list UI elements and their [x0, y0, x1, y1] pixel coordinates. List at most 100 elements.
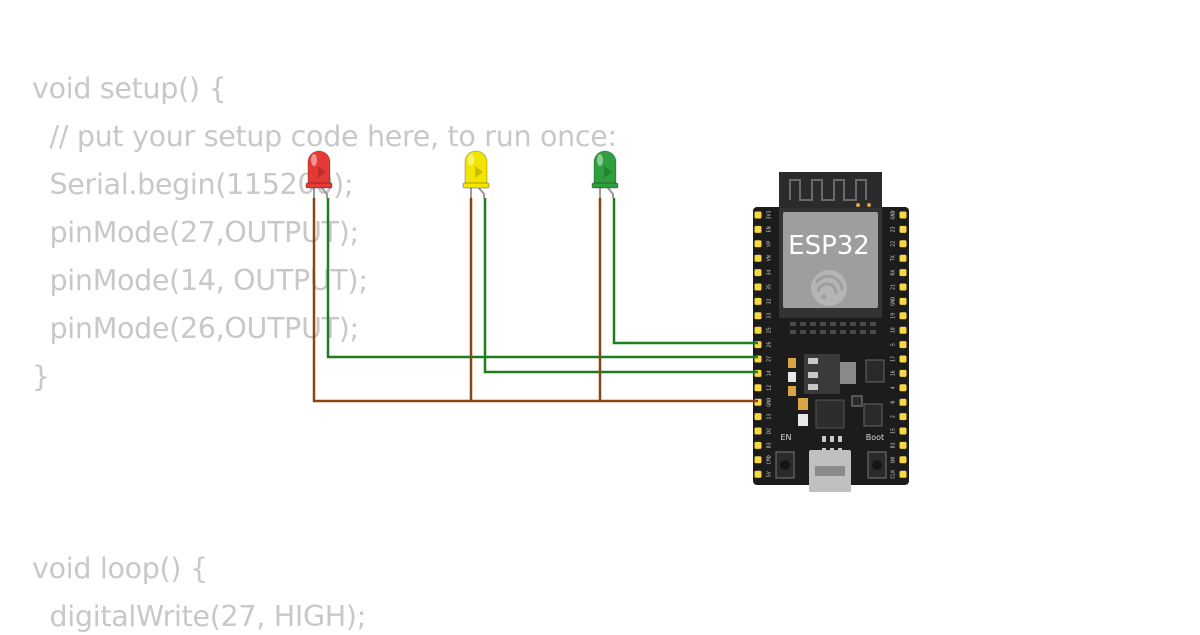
led-highlight: [311, 154, 317, 166]
pin-label: TX: [891, 255, 897, 261]
led-highlight: [468, 154, 474, 166]
led-red[interactable]: [305, 150, 333, 198]
pin-pad[interactable]: [754, 312, 762, 320]
pin-pad[interactable]: [754, 427, 762, 435]
usb-uart-chip: [815, 399, 845, 429]
pin-label: 12: [767, 385, 773, 391]
pin-pad[interactable]: [899, 211, 907, 219]
antenna-trace: [789, 179, 867, 201]
wire-green-led-signal[interactable]: [612, 198, 758, 345]
pin-pad[interactable]: [754, 384, 762, 392]
led-die: [318, 166, 326, 178]
pin-pad[interactable]: [754, 254, 762, 262]
smd-part: [808, 372, 818, 378]
pin-label: 13: [767, 414, 773, 420]
pin-label: 21: [891, 284, 897, 290]
pin-label: 5V: [767, 471, 773, 477]
pin-pad[interactable]: [754, 269, 762, 277]
pin-label: GND: [891, 210, 897, 219]
pin-label: D1: [891, 442, 897, 448]
pin-label: 32: [767, 298, 773, 304]
pin-label: 2: [891, 415, 897, 418]
chip-label: ESP32: [788, 231, 870, 261]
pin-label: 18: [891, 327, 897, 333]
pin-label: VN: [767, 255, 773, 261]
pin-label: 3V3: [767, 210, 773, 219]
pin-label: 0: [891, 401, 897, 404]
pin-pad[interactable]: [899, 326, 907, 334]
pin-label: 34: [767, 270, 773, 276]
usb-opening: [815, 466, 845, 476]
pin-pad[interactable]: [899, 413, 907, 421]
led-die: [475, 166, 483, 178]
pin-label: CLK: [891, 470, 897, 479]
pin-pad[interactable]: [899, 384, 907, 392]
pin-pad[interactable]: [754, 456, 762, 464]
pin-pad[interactable]: [899, 240, 907, 248]
pin-pad[interactable]: [754, 470, 762, 478]
boot-button[interactable]: [867, 451, 887, 479]
pin-pad[interactable]: [754, 283, 762, 291]
pin-label: 14: [767, 370, 773, 376]
smd-part: [865, 359, 885, 383]
led-rim: [591, 182, 619, 189]
pin-pad[interactable]: [754, 225, 762, 233]
wire-red-led-signal[interactable]: [326, 198, 758, 359]
pin-pad[interactable]: [899, 269, 907, 277]
pin-pad[interactable]: [754, 413, 762, 421]
pin-label: 26: [767, 342, 773, 348]
pin-pad[interactable]: [754, 297, 762, 305]
smd-part: [788, 372, 796, 382]
pin-label: VP: [767, 241, 773, 247]
pin-pad[interactable]: [899, 470, 907, 478]
pin-pad[interactable]: [899, 283, 907, 291]
pin-pad[interactable]: [899, 341, 907, 349]
pin-pad[interactable]: [899, 441, 907, 449]
esp32-board[interactable]: ESP32: [753, 172, 909, 492]
pin-pad[interactable]: [899, 355, 907, 363]
wire-yellow-led-signal[interactable]: [483, 198, 758, 374]
pin-pad[interactable]: [899, 456, 907, 464]
smd-part: [863, 403, 883, 427]
smd-part: [798, 414, 808, 426]
pin-label: EN: [767, 226, 773, 232]
pin-pad[interactable]: [899, 312, 907, 320]
wires: [312, 198, 758, 403]
pin-label: GND: [767, 398, 773, 407]
led-green[interactable]: [591, 150, 619, 198]
pin-label: 27: [767, 356, 773, 362]
led-rim: [462, 182, 490, 189]
pin-pad[interactable]: [754, 240, 762, 248]
pin-pad[interactable]: [754, 441, 762, 449]
smd-part: [788, 358, 796, 368]
led-body: [464, 150, 488, 187]
pin-pad[interactable]: [899, 225, 907, 233]
pin-label: 16: [891, 370, 897, 376]
pin-label: CMD: [767, 455, 773, 464]
pin-label: 5: [891, 343, 897, 346]
led-body: [593, 150, 617, 187]
pin-pad[interactable]: [754, 326, 762, 334]
pin-label: D3: [767, 442, 773, 448]
led-die: [604, 166, 612, 178]
smd-part: [808, 384, 818, 390]
pin-pad[interactable]: [899, 297, 907, 305]
pin-pad[interactable]: [899, 254, 907, 262]
en-button[interactable]: [775, 451, 795, 479]
antenna-pad: [867, 203, 871, 207]
pin-pad[interactable]: [899, 398, 907, 406]
capacitor: [840, 362, 856, 384]
boot-button-label: Boot: [866, 433, 884, 442]
pin-label: 23: [891, 226, 897, 232]
pin-label: 4: [891, 386, 897, 389]
pin-pad[interactable]: [899, 427, 907, 435]
antenna-area: [779, 172, 882, 212]
led-rim: [305, 182, 333, 189]
led-yellow[interactable]: [462, 150, 490, 198]
wire-red-led-ground[interactable]: [312, 198, 758, 403]
led-body: [307, 150, 331, 187]
pin-pad[interactable]: [754, 211, 762, 219]
pin-pad[interactable]: [899, 369, 907, 377]
